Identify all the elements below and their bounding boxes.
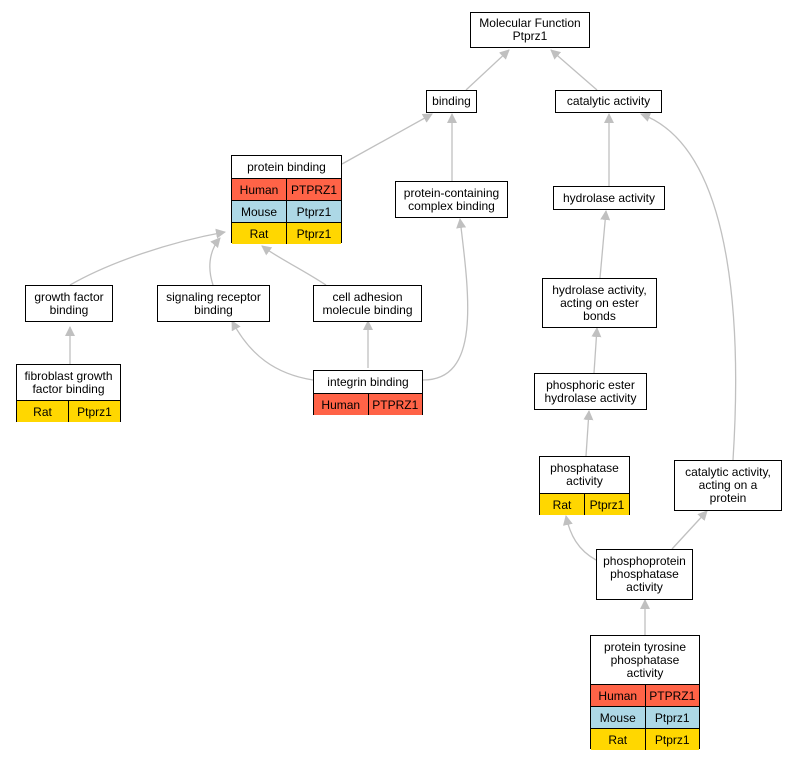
edge-integrin-to-pc-binding	[422, 218, 469, 381]
node-protein-containing-complex-binding[interactable]: protein-containing complex binding	[395, 181, 508, 218]
node-label: catalytic activity, acting on a protein	[685, 465, 771, 505]
node-label: cell adhesion molecule binding	[322, 289, 413, 317]
node-phosphoprotein-phosphatase-activity[interactable]: phosphoprotein phosphatase activity	[596, 549, 693, 600]
node-hydrolase-ester-bonds[interactable]: hydrolase activity, acting on ester bond…	[542, 278, 657, 328]
node-label: protein binding	[247, 159, 326, 174]
node-binding[interactable]: binding	[426, 90, 477, 113]
species-row-rat: Rat Ptprz1	[232, 222, 341, 244]
node-integrin-binding[interactable]: integrin binding Human PTPRZ1	[313, 370, 423, 415]
node-label: Molecular Function Ptprz1	[479, 16, 581, 43]
gene-name: PTPRZ1	[367, 394, 422, 415]
node-label: phosphoric ester hydrolase activity	[544, 377, 637, 405]
node-label: phosphatase activity	[550, 461, 619, 488]
gene-name: Ptprz1	[286, 223, 341, 244]
node-label: protein-containing complex binding	[403, 185, 500, 213]
node-phosphatase-activity[interactable]: phosphatase activity Rat Ptprz1	[539, 456, 630, 515]
edge-hydrolase-ester-to-hydrolase	[599, 210, 611, 279]
edge-pp-to-cat-protein	[671, 510, 708, 550]
edge-catalytic-to-mf	[550, 49, 598, 91]
species-row-rat: Rat Ptprz1	[17, 400, 120, 422]
gene-name: PTPRZ1	[644, 685, 699, 706]
node-signaling-receptor-binding[interactable]: signaling receptor binding	[157, 285, 270, 322]
node-label: protein tyrosine phosphatase activity	[603, 639, 687, 680]
gene-name: Ptprz1	[584, 494, 629, 515]
node-molecular-function[interactable]: Molecular Function Ptprz1	[470, 12, 590, 48]
species-row-rat: Rat Ptprz1	[540, 493, 629, 515]
edge-phosphatase-to-phos-ester	[583, 410, 594, 457]
node-catalytic-activity[interactable]: catalytic activity	[555, 90, 662, 113]
node-phosphoric-ester-hydrolase-activity[interactable]: phosphoric ester hydrolase activity	[534, 373, 647, 410]
node-hydrolase-activity[interactable]: hydrolase activity	[553, 186, 665, 210]
gene-name: Ptprz1	[286, 201, 341, 222]
edge-cat-protein-to-catalytic	[640, 112, 737, 461]
edge-cam-binding-to-protein-binding	[261, 245, 327, 286]
species-name: Mouse	[232, 201, 286, 222]
node-label: fibroblast growth factor binding	[24, 368, 113, 396]
gene-name: Ptprz1	[68, 401, 120, 422]
node-label: hydrolase activity, acting on ester bond…	[552, 282, 647, 323]
node-cell-adhesion-molecule-binding[interactable]: cell adhesion molecule binding	[313, 285, 422, 322]
edge-binding-to-mf	[465, 49, 510, 91]
species-name: Mouse	[591, 707, 645, 728]
node-label: phosphoprotein phosphatase activity	[603, 554, 686, 594]
species-name: Human	[591, 685, 645, 706]
species-row-rat: Rat Ptprz1	[591, 728, 699, 750]
gene-name: Ptprz1	[644, 707, 699, 728]
node-label: catalytic activity	[566, 94, 651, 108]
node-fibroblast-growth-factor-binding[interactable]: fibroblast growth factor binding Rat Ptp…	[16, 364, 121, 422]
node-protein-binding[interactable]: protein binding Human PTPRZ1 Mouse Ptprz…	[231, 155, 342, 244]
species-name: Rat	[17, 401, 68, 422]
edge-protein-binding-to-binding	[341, 113, 433, 165]
node-growth-factor-binding[interactable]: growth factor binding	[25, 285, 113, 322]
species-row-mouse: Mouse Ptprz1	[591, 706, 699, 728]
species-row-mouse: Mouse Ptprz1	[232, 200, 341, 222]
species-row-human: Human PTPRZ1	[591, 684, 699, 706]
gene-name: Ptprz1	[644, 729, 699, 750]
node-protein-tyrosine-phosphatase-activity[interactable]: protein tyrosine phosphatase activity Hu…	[590, 635, 700, 750]
species-name: Human	[232, 179, 286, 200]
species-name: Rat	[591, 729, 645, 750]
node-label: growth factor binding	[34, 289, 104, 317]
node-label: signaling receptor binding	[166, 289, 261, 317]
edge-phos-ester-to-hydrolase-ester	[591, 327, 602, 374]
node-catalytic-activity-acting-on-protein[interactable]: catalytic activity, acting on a protein	[674, 460, 782, 511]
gene-name: PTPRZ1	[286, 179, 341, 200]
node-label: hydrolase activity	[562, 190, 656, 205]
edge-pp-to-phosphatase	[562, 515, 597, 561]
species-name: Human	[314, 394, 368, 415]
species-row-human: Human PTPRZ1	[314, 393, 422, 415]
edge-gf-binding-to-protein-binding	[69, 228, 226, 286]
species-row-human: Human PTPRZ1	[232, 178, 341, 200]
node-label: binding	[432, 94, 471, 108]
species-name: Rat	[540, 494, 584, 515]
node-label: integrin binding	[327, 374, 409, 389]
edge-integrin-to-sr-binding	[231, 320, 314, 381]
edge-sr-binding-to-protein-binding	[209, 237, 221, 286]
species-name: Rat	[232, 223, 286, 244]
